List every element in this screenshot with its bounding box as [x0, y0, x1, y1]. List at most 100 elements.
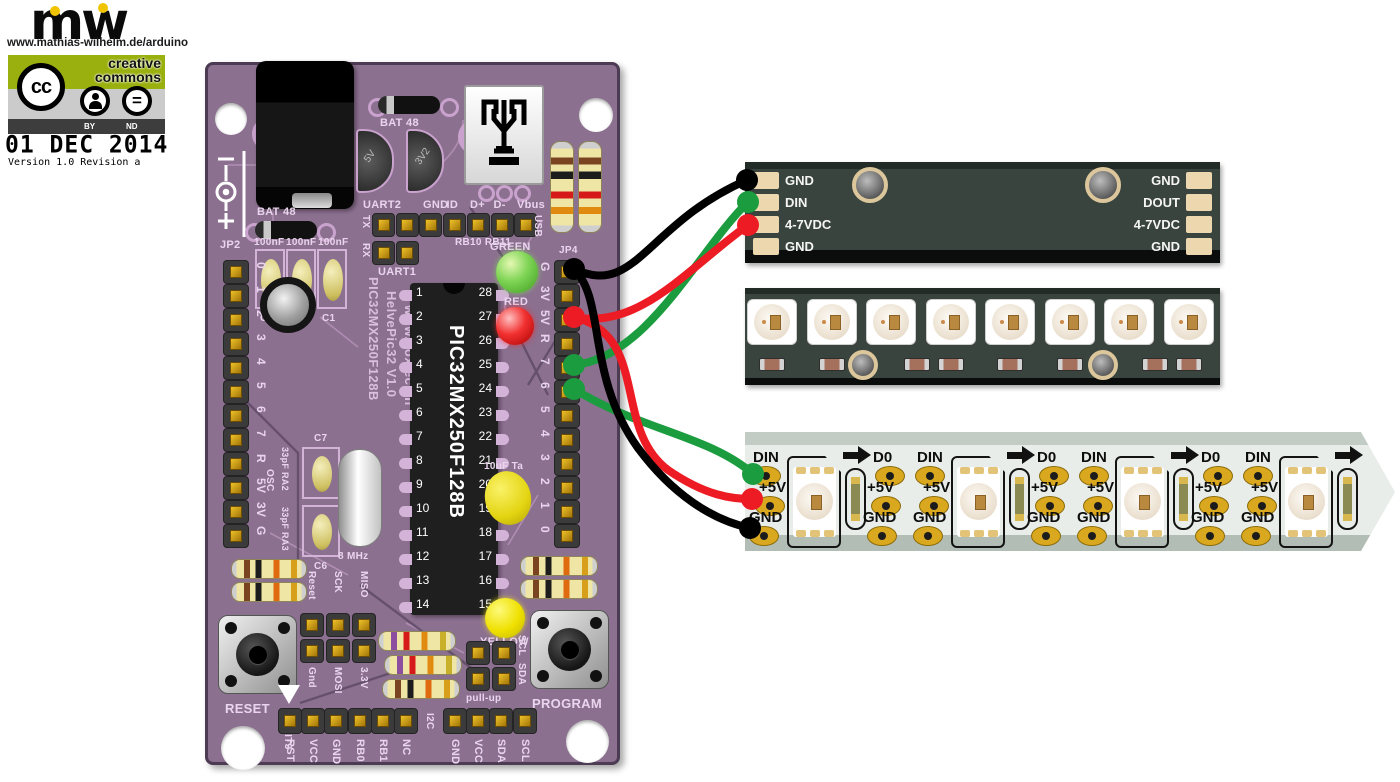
strip-out-label-0-GND: GND: [863, 509, 897, 526]
strip-led-tab-t-2-2: [1152, 467, 1162, 474]
strip-top-edge: [745, 432, 1395, 445]
resistor-v-1: [578, 141, 602, 233]
ic-stub-l-9: [399, 482, 412, 493]
reset-corner-0: [225, 622, 237, 634]
stick-led-chip-6: [1127, 315, 1138, 330]
stick-led-dot-4: [1000, 320, 1004, 324]
program-corner-0: [537, 617, 549, 629]
strip-cap-outline-2: [1173, 468, 1194, 530]
website-url: www.mathias-wilhelm.de/arduino: [7, 37, 189, 49]
ic-label: PIC32MX250F128B: [445, 325, 467, 519]
ic-stub-l-8: [399, 458, 412, 469]
bottom-pin-label-VCC-1: VCC: [307, 739, 319, 764]
stick-cap-6: [1142, 358, 1168, 371]
jp2-pin-3V: [223, 500, 249, 524]
jp4-pin-5: [554, 404, 580, 428]
version-label: Version 1.0 Revision a: [8, 157, 141, 168]
board-title-1: HelvePic32 V1.0: [384, 291, 399, 398]
strip-led-chip-0: [811, 495, 822, 510]
strip-out-pad-2-GND: [1195, 526, 1225, 546]
jp2-pin-label-4: 4: [254, 358, 268, 365]
icsp-pin-1-0: [300, 639, 324, 663]
jp4-pin-label-4: 4: [538, 430, 552, 437]
uart1-pin-0: [372, 241, 395, 265]
jp2-pin-2: [223, 308, 249, 332]
stick-pad-right-3: [1186, 238, 1212, 255]
jp2-pin-label-5V: 5V: [254, 478, 268, 494]
ic-pin-l-4: 4: [416, 357, 423, 371]
stick-led-7: [1164, 300, 1213, 344]
strip-cap-body-1: [1015, 477, 1024, 521]
rx-label: RX: [360, 243, 371, 258]
icsp-pin-0-2: [352, 613, 376, 637]
strip-led-tab-b-3-0: [1288, 530, 1298, 537]
bottom-pin-label-RST-0: RST: [284, 739, 296, 762]
program-corner-1: [590, 617, 602, 629]
strip-cap-body-3: [1343, 477, 1352, 521]
bottom-pin2-SDA-2: [489, 708, 513, 734]
bottom-pin2-VCC-1: [466, 708, 490, 734]
logo-dot-right: [98, 3, 108, 13]
ic-stub-l-4: [399, 362, 412, 373]
stick-pad-right-label-GND-0: GND: [1151, 173, 1180, 188]
strip-cap-outline-0: [845, 468, 866, 530]
icsp-bottom-label-3.3V: 3.3V: [358, 667, 369, 689]
stick-cap-1: [818, 358, 845, 371]
bottom-pin-RST-0: [278, 708, 302, 734]
cc-wordmark: creative commons: [95, 56, 161, 84]
ic-pin-r-21: 21: [478, 453, 492, 467]
stick-led-0: [748, 300, 796, 344]
board-mount-hole-2: [221, 726, 265, 770]
stick-led-chip-7: [1186, 315, 1198, 330]
stick-cap-3: [937, 358, 964, 371]
diode-pad-b-0: [440, 98, 459, 117]
strip-led-outline-1: [951, 456, 1005, 548]
jp2-pin-label-5: 5: [254, 382, 268, 389]
stick-pad-left-label-GND-3: GND: [785, 239, 814, 254]
pullup-pin-1-1: [492, 667, 516, 691]
jp2-pin-label-7: 7: [254, 430, 268, 437]
strip-led-outline-0: [787, 456, 841, 548]
jp2-pin-label-G: G: [254, 526, 268, 536]
strip-out-pad-2-+5V: [1199, 496, 1229, 516]
crystal-8mhz: [338, 449, 382, 547]
jp2-pin-label-3: 3: [254, 334, 268, 341]
usb-header-pin-3: [443, 213, 467, 237]
ic-pin-r-27: 27: [478, 309, 492, 323]
pullup-pin-1-0: [466, 667, 490, 691]
stick-led-dot-6: [1119, 320, 1123, 324]
bottom-pin-GND-2: [324, 708, 348, 734]
ic-notch: [443, 283, 465, 294]
ic-stub-l-6: [399, 410, 412, 421]
ic-pin-l-11: 11: [416, 525, 429, 539]
jp4-pin-label-3: 3: [538, 454, 552, 461]
usb-pad-0: [478, 185, 495, 202]
strip-in-label-1-DIN: DIN: [917, 449, 943, 466]
strip-led-3: [1285, 467, 1328, 537]
stick-pad-right-2: [1186, 216, 1212, 233]
strip-led-tab-t-3-2: [1316, 467, 1326, 474]
strip-led-tab-t-3-1: [1302, 467, 1312, 474]
strip-in-pad-3-+5V: [1247, 496, 1277, 516]
bottom-pin-RB0-3: [348, 708, 372, 734]
resistor-r-0: [520, 556, 598, 576]
jp4-pin-label-2: 2: [538, 478, 552, 485]
strip-out-label-0-D0: D0: [873, 449, 893, 466]
strip-arrow-bar-1: [1007, 452, 1022, 459]
osc-label: OSC: [264, 469, 275, 492]
ic-stub-l-7: [399, 434, 412, 445]
cap-100nf-value-0: 100nF: [254, 237, 285, 248]
stick-front-bottom-edge: [745, 378, 1220, 385]
jp4-pin-label-6: 6: [538, 382, 552, 389]
jp4-label: JP4: [559, 245, 578, 256]
stick-led-6: [1105, 300, 1153, 344]
regulator-label-0: 5V: [362, 148, 379, 165]
strip-out-pad-1-D0: [1039, 466, 1069, 486]
stick-pad-left-3: [753, 238, 779, 255]
reset-label: RESET: [225, 701, 270, 716]
usb-pad-1: [496, 185, 513, 202]
